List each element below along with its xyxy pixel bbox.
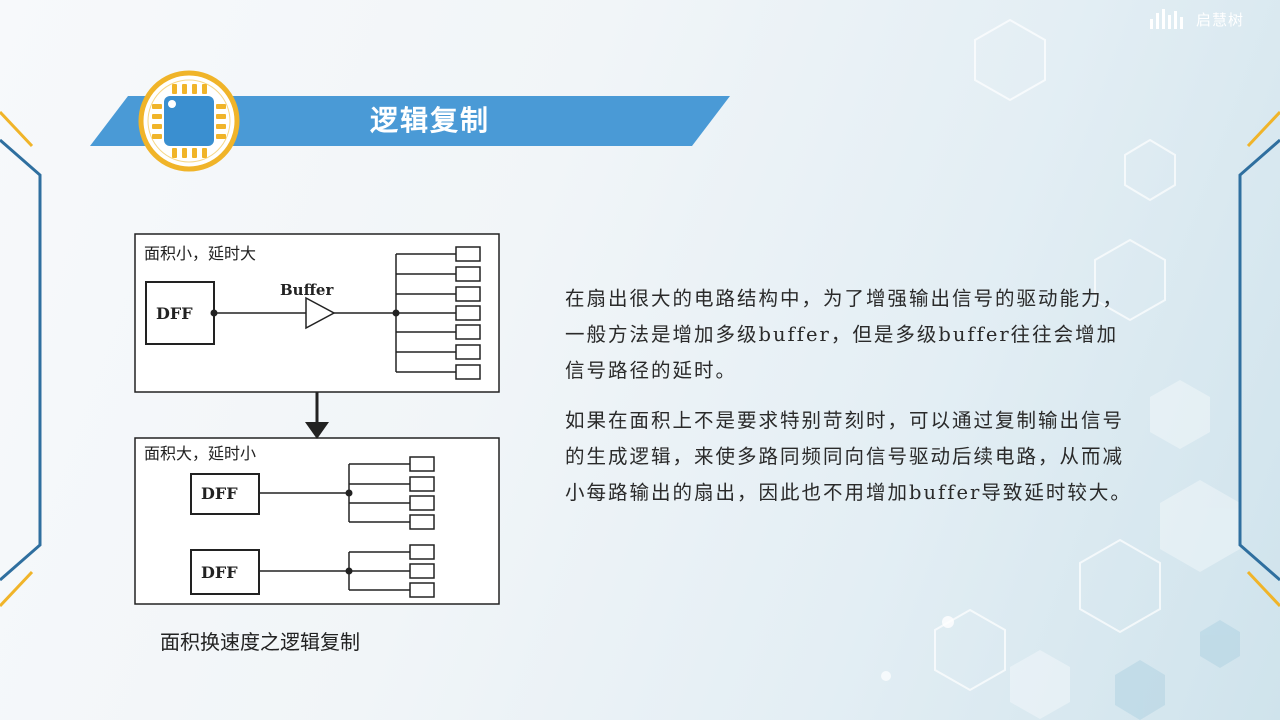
chip-icon: [138, 70, 240, 172]
buffer-symbol: [305, 296, 336, 330]
dff-label-2: DFF: [201, 563, 238, 582]
buffer-label: Buffer: [280, 281, 334, 299]
dff-label: DFF: [156, 304, 193, 323]
bottom-panel: [134, 437, 500, 605]
fanout-loads-bottom-1: [349, 456, 435, 530]
logic-replication-diagram: 面积小，延时大 DFF Buffer 面积大，延时小 DFF DFF: [134, 233, 500, 605]
right-frame: [1238, 110, 1280, 608]
fanout-loads-top: [396, 246, 481, 380]
fanout-loads-bottom-2: [349, 544, 435, 598]
sound-bars-icon: [1149, 9, 1183, 29]
dff-box-2: [190, 549, 260, 595]
paragraph-1: 在扇出很大的电路结构中，为了增强输出信号的驱动能力，一般方法是增加多级buffe…: [565, 287, 1125, 382]
dff-label-1: DFF: [201, 484, 238, 503]
diagram-caption: 面积换速度之逻辑复制: [160, 630, 360, 654]
page-title: 逻辑复制: [370, 104, 491, 137]
top-panel-label: 面积小，延时大: [144, 244, 256, 263]
left-frame: [0, 110, 42, 608]
bottom-panel-label: 面积大，延时小: [144, 444, 256, 463]
brand-logo: 启慧树: [1149, 6, 1244, 32]
dff-box-1: [190, 473, 260, 515]
title-banner: [90, 96, 730, 146]
paragraph-2: 如果在面积上不是要求特别苛刻时，可以通过复制输出信号的生成逻辑，来使多路同频同向…: [565, 409, 1132, 504]
logo-text: 启慧树: [1195, 10, 1244, 29]
